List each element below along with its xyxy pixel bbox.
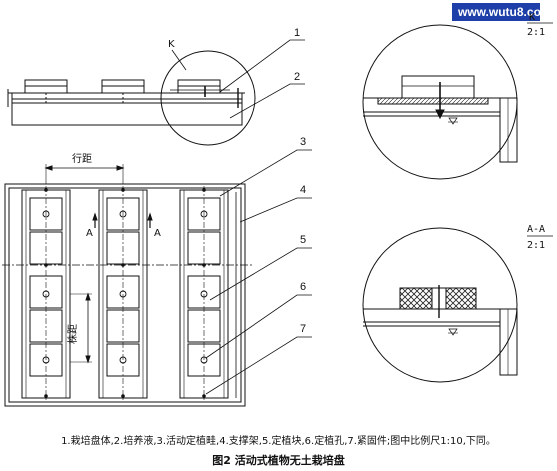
- watermark-text: www.wutu8.com: [457, 5, 552, 19]
- callout-4-leader: [239, 197, 312, 223]
- k-view-name: K: [529, 12, 535, 23]
- row-spacing-label: 行距: [72, 152, 92, 165]
- aa-view-name: A-A: [527, 224, 545, 235]
- callout-5: 5: [300, 234, 306, 246]
- detail-k-label: K: [168, 39, 175, 50]
- callout-2: 2: [294, 71, 300, 83]
- callout-7-leader: [205, 336, 312, 395]
- fasteners: [44, 188, 206, 398]
- callout-1-leader: [219, 39, 305, 93]
- front-view: [7, 50, 256, 146]
- detail-k-leader: [171, 49, 187, 71]
- aa-view-heading: A-A 2:1: [527, 224, 553, 251]
- section-aa-view: [362, 227, 518, 383]
- plant-spacing-label: 株距: [66, 324, 79, 344]
- plan-view: [2, 164, 252, 407]
- callout-3: 3: [300, 136, 306, 148]
- section-a-right: A: [154, 228, 161, 239]
- watermark: www.wutu8.com: [452, 3, 552, 21]
- callout-6: 6: [300, 281, 306, 293]
- callout-4: 4: [300, 184, 306, 196]
- callout-2-leader: [229, 83, 305, 119]
- k-view-scale: 2:1: [527, 27, 545, 38]
- k-view-heading: K 2:1: [527, 12, 553, 38]
- detail-k-view: [362, 24, 518, 180]
- callout-1: 1: [294, 27, 300, 39]
- callout-6-leader: [205, 294, 312, 359]
- callout-7: 7: [300, 323, 306, 335]
- section-a-left: A: [86, 228, 93, 239]
- aa-view-scale: 2:1: [527, 240, 545, 251]
- callout-5-leader: [209, 247, 312, 301]
- callout-3-leader: [219, 149, 312, 197]
- legend-text: 1.栽培盘体,2.培养液,3.活动定植畦,4.支撑架,5.定植块,6.定植孔,7…: [61, 436, 496, 447]
- plant-holes: [42, 210, 208, 364]
- figure-title: 图2 活动式植物无土栽培盘: [212, 454, 345, 467]
